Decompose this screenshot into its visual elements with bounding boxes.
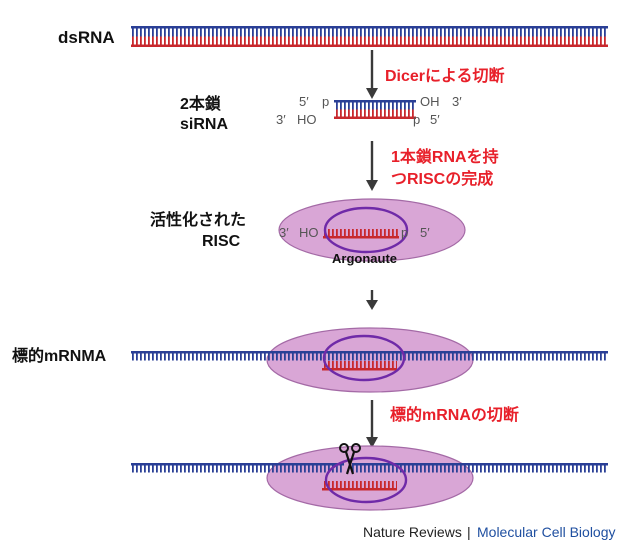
sirna-top-3prime: 3′ [452,94,462,109]
sirna-top-phosphate: p [322,94,329,109]
scissors-icon [339,443,361,475]
risc-label-line1: 活性化された [150,210,246,229]
credit-separator: | [467,524,471,540]
risc-phosphate: p [401,225,408,240]
risc-3prime: 3′ [279,225,289,240]
risc-label-line2: RISC [202,233,241,250]
risc-complex [278,198,466,262]
step-risc-formation-line1: 1本鎖RNAを持 [391,147,499,166]
source-credit: Nature Reviews | Molecular Cell Biology [363,524,616,540]
step-risc-formation-line2: つRISCの完成 [391,169,493,188]
arrow-cleavage [366,400,378,448]
risc-hydroxyl: HO [299,225,319,240]
argonaute-ring [324,456,408,504]
sirna-top-5prime: 5′ [299,94,309,109]
credit-journal: Nature Reviews [363,524,462,540]
sirna-duplex [334,100,416,119]
sirna-bottom-hydroxyl: HO [297,112,317,127]
cleaved-mrna-complex [131,445,608,511]
arrow-dicer [366,50,378,99]
sirna-bottom-5prime: 5′ [430,112,440,127]
target-mrna-complex [131,327,608,393]
sirna-label-line1: 2本鎖 [180,94,222,113]
dsrna-duplex [131,26,608,47]
dsrna-label: dsRNA [58,28,115,47]
sirna-top-hydroxyl: OH [420,94,440,109]
sirna-bottom-3prime: 3′ [276,112,286,127]
credit-section: Molecular Cell Biology [477,524,616,540]
target-mrna-label: 標的mRNMA [12,346,107,365]
risc-5prime: 5′ [420,225,430,240]
arrow-risc-formation [366,141,378,191]
argonaute-ring [322,334,406,382]
sirna-bottom-phosphate: p [413,112,420,127]
step-cleave-label: 標的mRNAの切断 [390,405,519,424]
argonaute-label: Argonaute [332,251,397,266]
argonaute-ring [323,206,409,254]
arrow-target-binding [366,290,378,310]
sirna-label-line2: siRNA [180,116,228,133]
step-dicer-label: Dicerによる切断 [385,66,505,85]
